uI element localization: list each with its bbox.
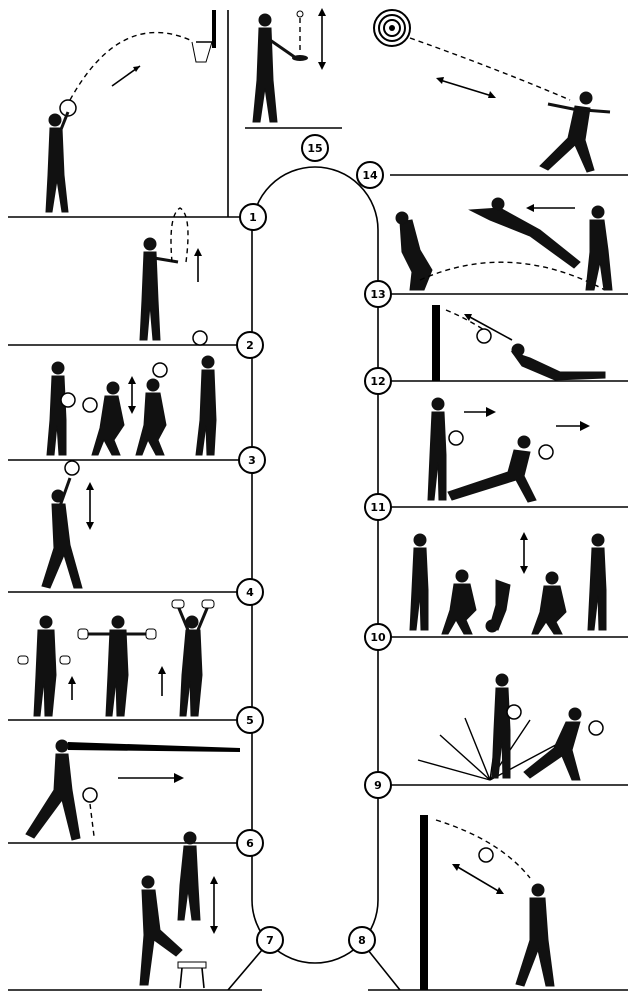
station-marker-7: 7 xyxy=(257,927,283,953)
station-number: 8 xyxy=(358,934,366,947)
station-marker-3: 3 xyxy=(239,447,265,473)
station-marker-14: 14 xyxy=(357,162,383,188)
long-jump-icon xyxy=(396,198,612,290)
station-marker-1: 1 xyxy=(240,204,266,230)
station-marker-2: 2 xyxy=(237,332,263,358)
ball-pass-lunge-icon xyxy=(418,674,603,780)
wall-ball-throw-icon xyxy=(420,815,554,990)
overhead-ball-throw-icon xyxy=(42,461,94,588)
station-number: 2 xyxy=(246,339,254,352)
ball-toss-catch-icon xyxy=(140,208,202,340)
station-number: 9 xyxy=(374,779,382,792)
station-marker-5: 5 xyxy=(237,707,263,733)
station-number: 7 xyxy=(266,934,274,947)
circuit-track xyxy=(252,167,378,963)
ball-balance-icon xyxy=(253,8,326,122)
target-throw-icon xyxy=(374,10,610,172)
station-number: 6 xyxy=(246,837,254,850)
station-marker-10: 10 xyxy=(365,624,391,650)
station-number: 13 xyxy=(370,288,385,301)
station-number: 11 xyxy=(370,501,385,514)
station-number: 1 xyxy=(249,211,257,224)
station-number: 3 xyxy=(248,454,256,467)
station-number: 4 xyxy=(246,586,254,599)
station-number: 12 xyxy=(370,375,385,388)
station-marker-6: 6 xyxy=(237,830,263,856)
station-marker-15: 15 xyxy=(302,135,328,161)
station-number: 10 xyxy=(370,631,386,644)
station-marker-12: 12 xyxy=(365,368,391,394)
station-marker-11: 11 xyxy=(365,494,391,520)
step-up-jump-icon xyxy=(140,832,218,988)
walking-ball-bounce-icon xyxy=(26,740,240,840)
dumbbell-exercises-icon xyxy=(18,600,214,716)
station-number: 15 xyxy=(307,142,322,155)
station-marker-8: 8 xyxy=(349,927,375,953)
squat-sequence-icon xyxy=(410,532,606,634)
station-number: 5 xyxy=(246,714,254,727)
wall-ball-lying-icon xyxy=(432,305,605,381)
station-marker-4: 4 xyxy=(237,579,263,605)
station-number: 14 xyxy=(362,169,378,182)
station-marker-13: 13 xyxy=(365,281,391,307)
squat-jump-with-ball-icon xyxy=(47,331,216,455)
ball-lunge-forward-icon xyxy=(428,398,590,502)
station-marker-9: 9 xyxy=(365,772,391,798)
basketball-shot-icon xyxy=(46,10,216,212)
